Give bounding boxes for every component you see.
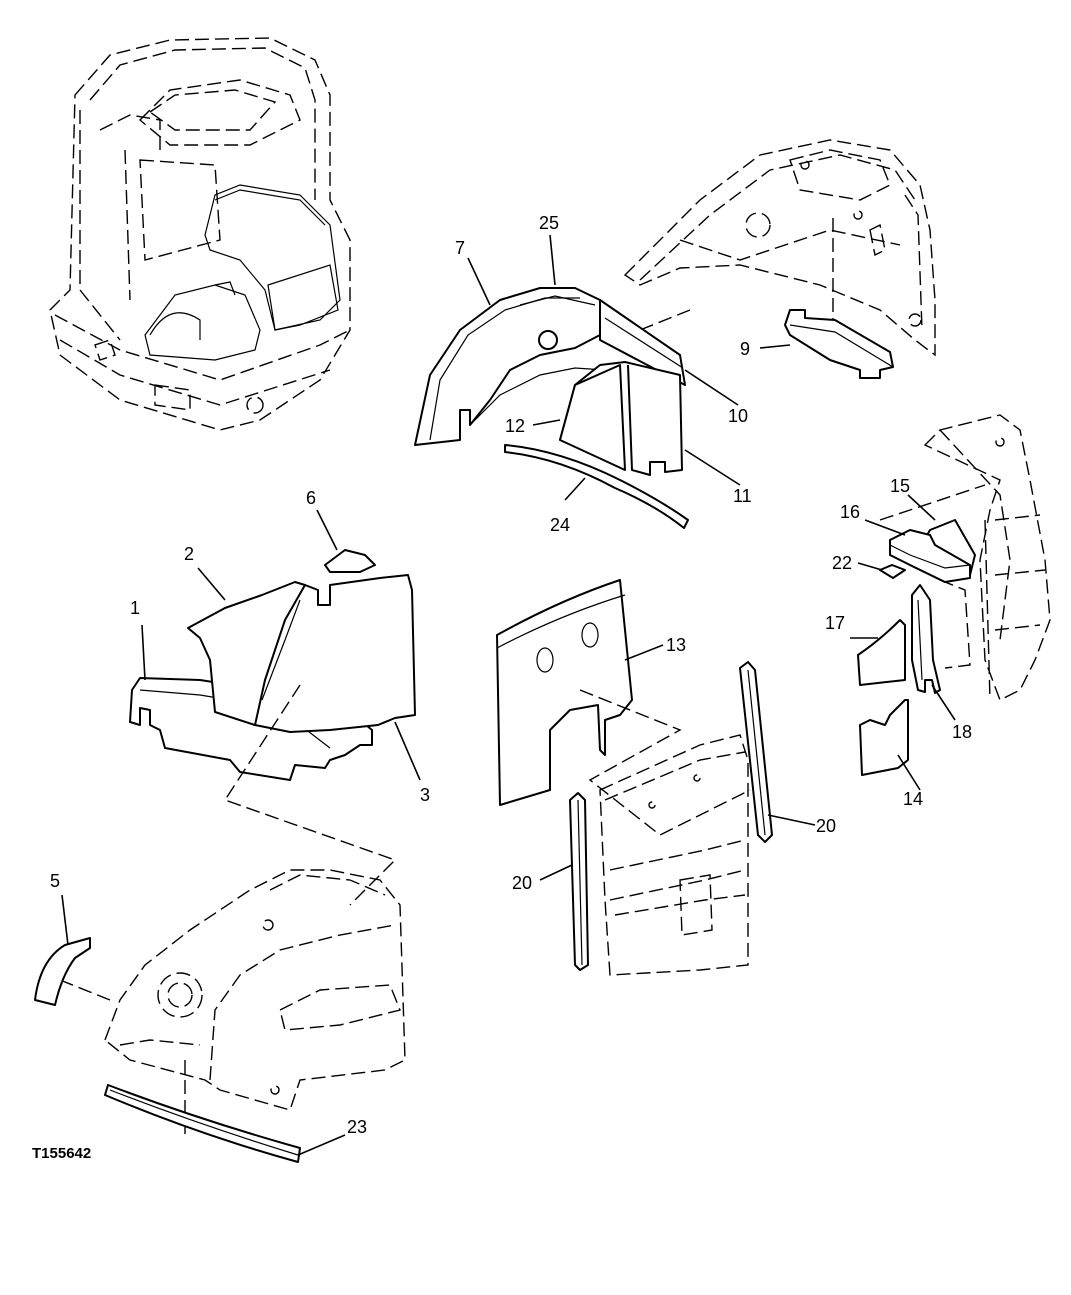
callout-12: 12 bbox=[505, 416, 525, 436]
part-23-seal-strip bbox=[104, 1084, 301, 1163]
part-18-insulation bbox=[911, 584, 941, 694]
callout-16: 16 bbox=[840, 502, 860, 522]
callout-10: 10 bbox=[728, 406, 748, 426]
callout-24: 24 bbox=[550, 515, 570, 535]
figure-id: T155642 bbox=[32, 1145, 91, 1162]
callout-labels: 1 2 3 5 6 7 9 10 11 12 13 14 15 16 17 18… bbox=[50, 213, 972, 1137]
part-14-insulation bbox=[859, 699, 909, 776]
callout-18: 18 bbox=[952, 722, 972, 742]
callout-22: 22 bbox=[832, 553, 852, 573]
leader-lines bbox=[61, 234, 956, 1156]
assembly-guide-line-1 bbox=[223, 684, 397, 906]
callout-23: 23 bbox=[347, 1117, 367, 1137]
callout-2: 2 bbox=[184, 544, 194, 564]
cab-housing-overview bbox=[49, 37, 351, 431]
callout-13: 13 bbox=[666, 635, 686, 655]
callout-20-left: 20 bbox=[512, 873, 532, 893]
part-16-block bbox=[889, 529, 971, 583]
front-housing-outline bbox=[59, 869, 406, 1140]
rear-housing-outline bbox=[623, 139, 936, 357]
part-17-insulation bbox=[857, 619, 906, 686]
part-13-insulation-panel bbox=[496, 579, 633, 806]
callout-20-right: 20 bbox=[816, 816, 836, 836]
part-22-pad bbox=[879, 564, 906, 579]
rear-panel-outline bbox=[579, 689, 751, 976]
callout-6: 6 bbox=[306, 488, 316, 508]
part-7-insulation-upper bbox=[414, 287, 606, 446]
callout-14: 14 bbox=[903, 789, 923, 809]
side-housing-outline bbox=[879, 414, 1051, 701]
callout-15: 15 bbox=[890, 476, 910, 496]
part-12-insulation-panel bbox=[559, 364, 626, 471]
callout-17: 17 bbox=[825, 613, 845, 633]
callout-5: 5 bbox=[50, 871, 60, 891]
part-20-seal-left bbox=[569, 792, 589, 971]
part-24-seal-strip bbox=[504, 444, 689, 529]
callout-11: 11 bbox=[733, 486, 752, 506]
callout-7: 7 bbox=[455, 238, 465, 258]
part-10-insulation-panel bbox=[599, 299, 686, 386]
part-6-pad bbox=[324, 549, 376, 573]
callout-3: 3 bbox=[420, 785, 430, 805]
callout-25: 25 bbox=[539, 213, 559, 233]
part-9-bracket bbox=[784, 309, 894, 379]
callout-9: 9 bbox=[740, 339, 750, 359]
part-5-insulation-pad bbox=[34, 937, 91, 1006]
callout-1: 1 bbox=[130, 598, 140, 618]
part-20-seal-right bbox=[739, 661, 773, 843]
